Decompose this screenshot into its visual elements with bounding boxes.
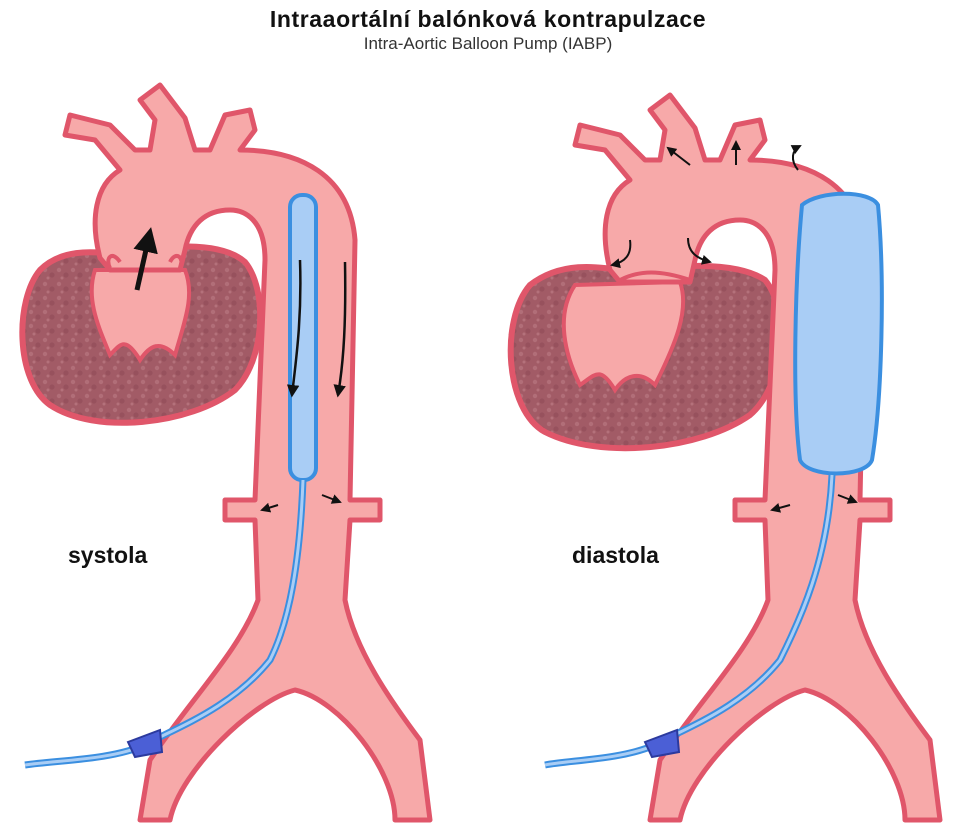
diastole-label: diastola	[572, 542, 659, 569]
systole-panel	[22, 85, 430, 820]
sheath-diastole	[645, 730, 679, 757]
diastole-panel	[511, 95, 940, 820]
balloon-inflated	[795, 194, 882, 474]
systole-label: systola	[68, 542, 147, 569]
balloon-deflated	[290, 195, 316, 480]
sheath-systole	[128, 730, 162, 757]
aorta-systole	[65, 85, 430, 820]
aorta-diastole	[575, 95, 940, 820]
